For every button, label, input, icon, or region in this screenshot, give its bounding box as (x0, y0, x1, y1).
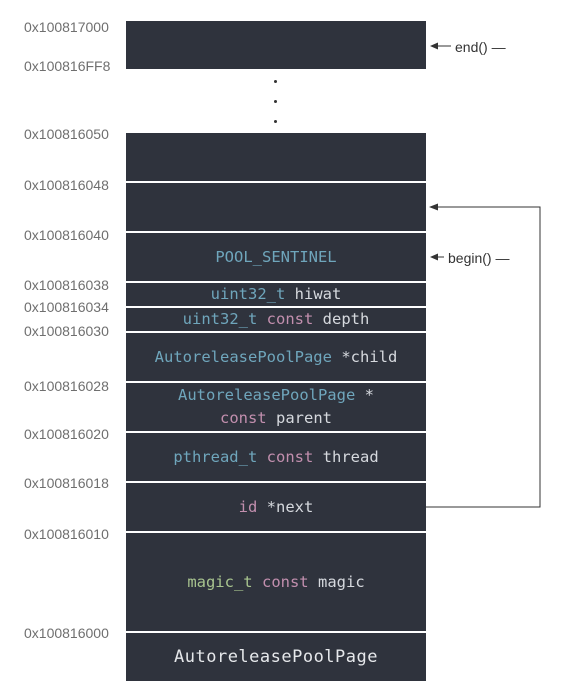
field-type: pthread_t (173, 447, 258, 466)
address-label: 0x100817000 (24, 19, 109, 35)
thread-field: pthread_t const thread (126, 433, 426, 481)
class-name-text: AutoreleasePoolPage (174, 646, 378, 667)
end-label: end() — (455, 39, 506, 55)
begin-arrow-head (430, 253, 438, 261)
field-name: hiwat (294, 285, 342, 303)
next-field: id *next (126, 483, 426, 531)
field-type: AutoreleasePoolPage (178, 386, 356, 404)
hiwat-field: uint32_t hiwat (126, 283, 426, 306)
next-pointer-head (429, 203, 438, 211)
field-type: uint32_t (210, 285, 286, 303)
field-const: const (266, 310, 314, 328)
field-star: * (364, 386, 374, 404)
child-field: AutoreleasePoolPage *child (126, 333, 426, 381)
address-label: 0x100816038 (24, 277, 109, 293)
address-label: 0x100816048 (24, 177, 109, 193)
class-name-block: AutoreleasePoolPage (126, 633, 426, 681)
address-label: 0x100816034 (24, 299, 109, 315)
address-label: 0x100816010 (24, 526, 109, 542)
field-name: *child (341, 347, 398, 366)
memory-block-begin (126, 183, 426, 231)
field-type: uint32_t (182, 310, 258, 328)
next-pointer-line (426, 206, 541, 508)
end-arrow-head (430, 42, 438, 50)
field-const: const (261, 572, 309, 591)
pool-sentinel-block: POOL_SENTINEL (126, 233, 426, 281)
ellipsis-dot (274, 100, 277, 103)
field-name: magic (318, 572, 365, 591)
field-name: parent (276, 409, 332, 427)
field-const: const (266, 447, 314, 466)
begin-label: begin() — (448, 250, 510, 266)
magic-field: magic_t const magic (126, 533, 426, 631)
memory-block-empty (126, 133, 426, 181)
address-label: 0x100816000 (24, 625, 109, 641)
address-label: 0x100816018 (24, 475, 109, 491)
field-type: magic_t (187, 572, 253, 591)
address-label: 0x100816050 (24, 126, 109, 142)
address-label: 0x100816030 (24, 323, 109, 339)
field-name: *next (266, 497, 314, 516)
depth-field: uint32_t const depth (126, 308, 426, 331)
field-type: id (238, 497, 258, 516)
address-label: 0x100816040 (24, 227, 109, 243)
field-name: thread (322, 447, 379, 466)
ellipsis-dot (274, 80, 277, 83)
memory-block-end (126, 21, 426, 69)
address-label: 0x100816FF8 (24, 58, 111, 74)
field-name: depth (322, 310, 370, 328)
address-label: 0x100816020 (24, 426, 109, 442)
field-type: AutoreleasePoolPage (154, 347, 332, 366)
address-label: 0x100816028 (24, 378, 109, 394)
field-const: const (219, 409, 267, 427)
parent-field: AutoreleasePoolPage * const parent (126, 383, 426, 431)
ellipsis-dot (274, 120, 277, 123)
pool-sentinel-text: POOL_SENTINEL (215, 247, 337, 266)
